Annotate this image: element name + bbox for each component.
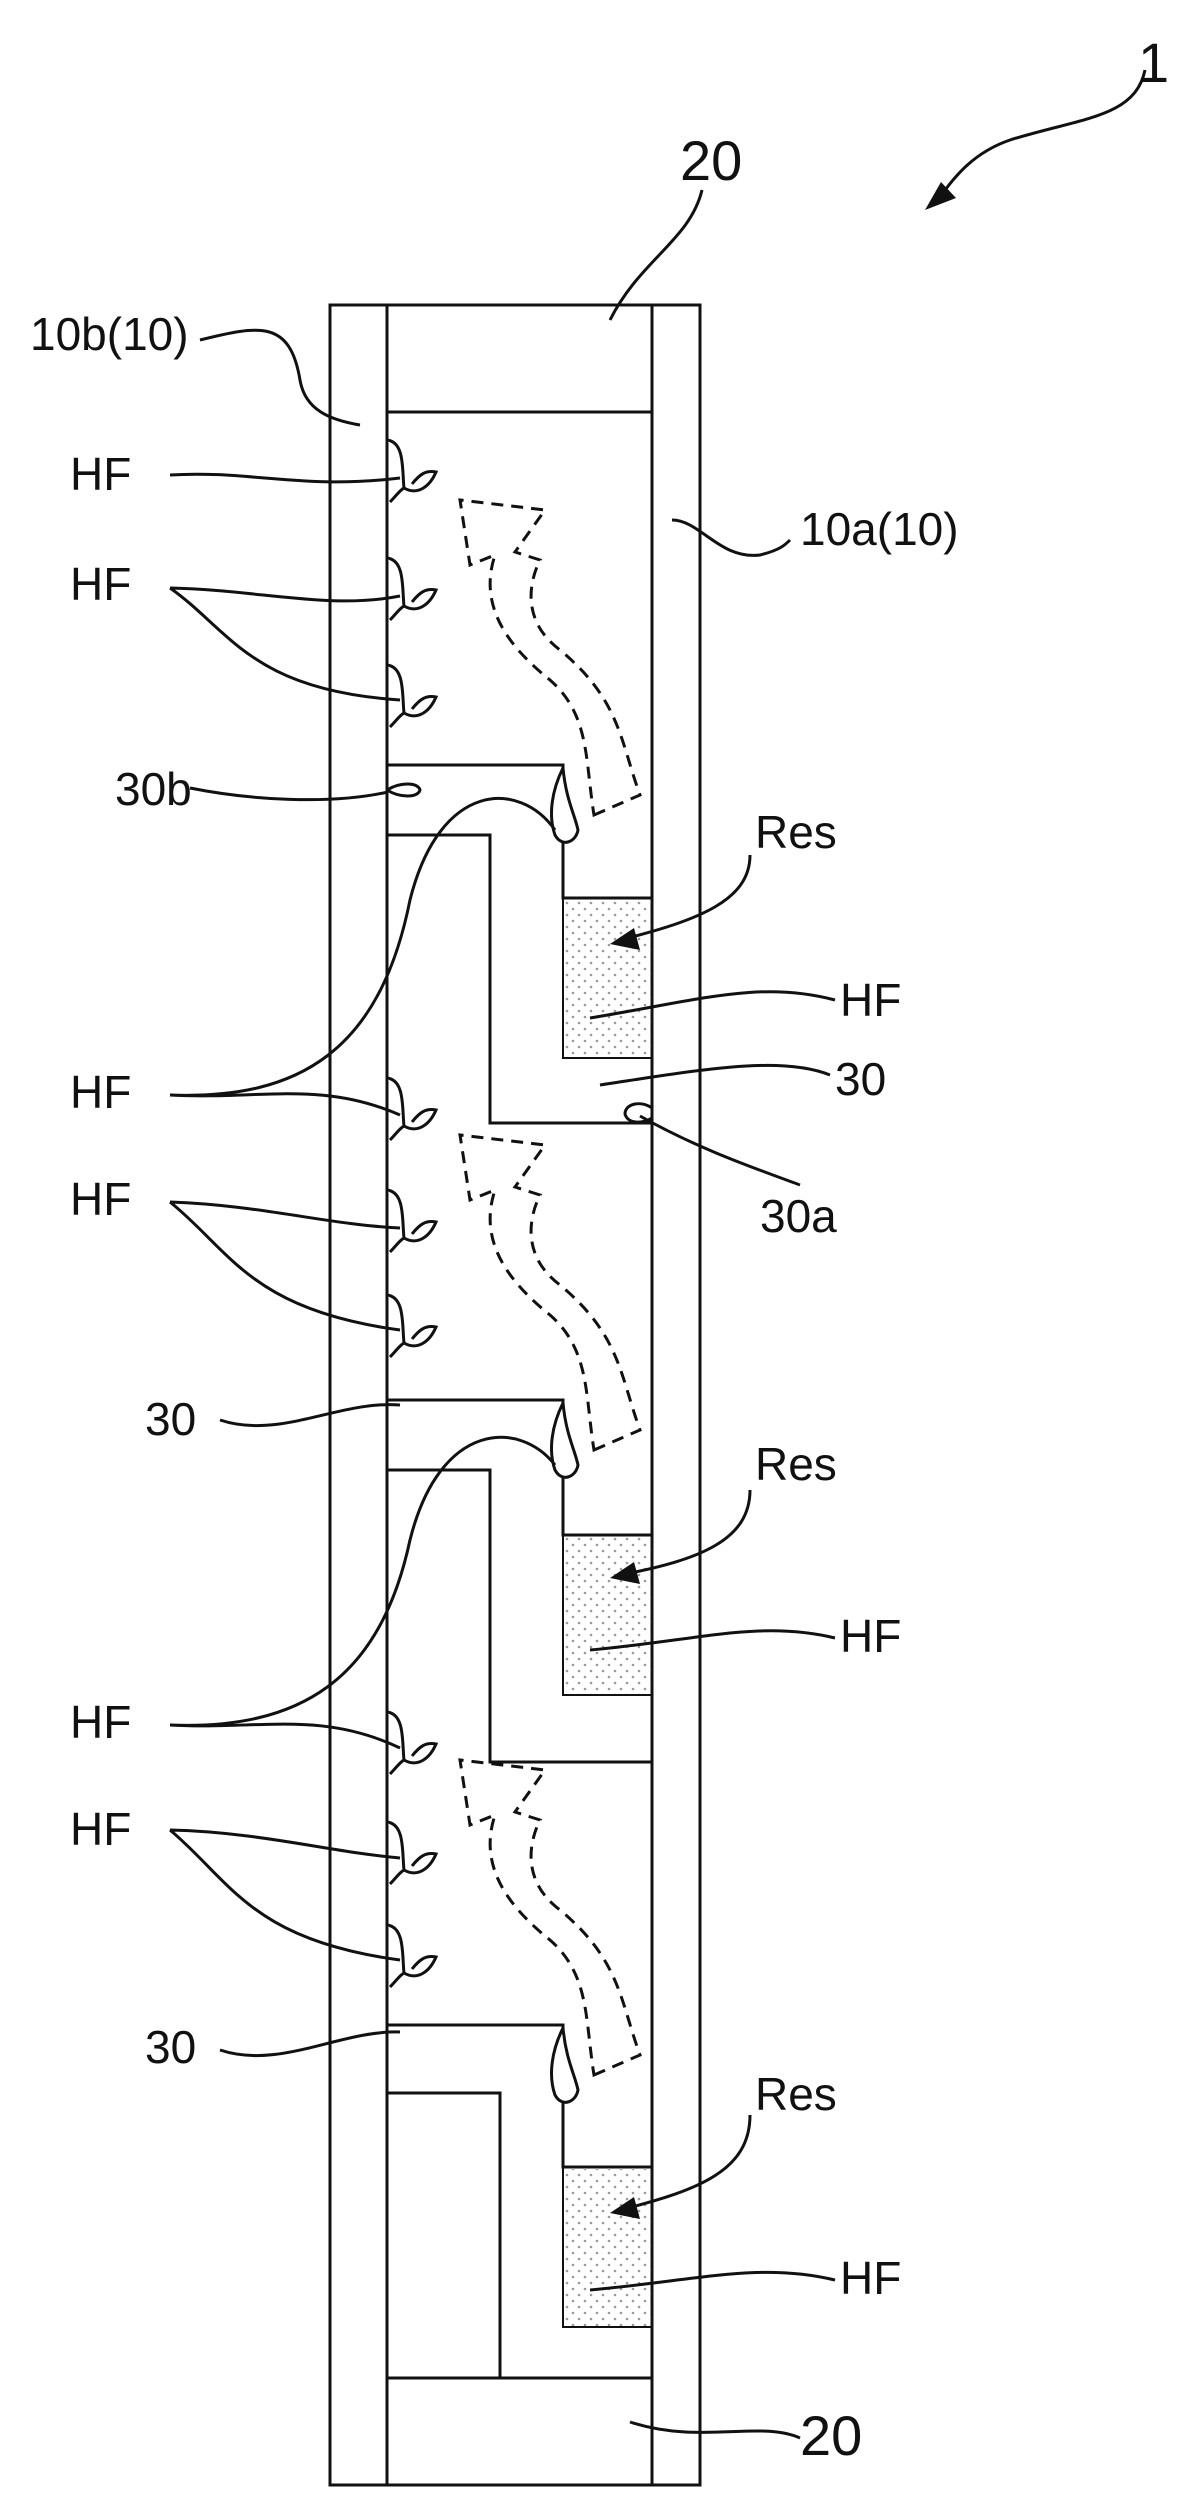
res-arrowhead-1	[610, 928, 640, 950]
flow-arrow-2	[458, 1133, 642, 1453]
leader-hf-2	[169, 586, 401, 702]
leader-lines	[169, 189, 836, 2440]
droplet-9	[386, 1923, 439, 1989]
leader-30a	[639, 1114, 801, 1187]
leader-30-r1	[599, 1063, 831, 1087]
res-arrowhead-2	[610, 1562, 640, 1584]
droplet-8	[386, 1820, 439, 1886]
res-arrowheads	[610, 928, 640, 2219]
groove-marks	[386, 782, 653, 1124]
label-res-2: Res	[755, 1438, 837, 1490]
leader-30b	[189, 786, 389, 802]
droplet-5	[386, 1188, 439, 1254]
droplet-4	[386, 1076, 439, 1142]
reservoir-1	[562, 897, 653, 1059]
leader-res-1	[619, 854, 752, 942]
reservoir-3	[562, 2166, 653, 2328]
groove-30a	[623, 1102, 653, 1124]
label-hf-r3: HF	[840, 2252, 901, 2304]
droplet-2	[386, 556, 439, 622]
leader-plate-a	[671, 518, 792, 557]
leader-hf-6	[169, 1828, 401, 1962]
leader-hf-5	[169, 1435, 557, 1750]
label-hf-r2: HF	[840, 1610, 901, 1662]
ref-arrow-curve	[936, 69, 1147, 201]
label-30-r1: 30	[835, 1053, 886, 1105]
droplet-3	[386, 663, 439, 729]
flow-arrow-1	[458, 498, 642, 818]
label-res-3: Res	[755, 2068, 837, 2120]
flow-arrows	[458, 498, 642, 2078]
label-hf-2: HF	[70, 558, 131, 610]
labels: 20 10b(10) 10a(10) HF HF 30b Res HF 30 3…	[30, 129, 959, 2467]
leader-hf-4	[169, 1200, 401, 1332]
droplet-6	[386, 1293, 439, 1359]
label-30-3: 30	[145, 2021, 196, 2073]
step-droplet-1	[550, 767, 580, 844]
step-droplet-2	[550, 1402, 580, 1479]
leader-plate-b	[199, 328, 361, 427]
reservoirs	[562, 897, 653, 2328]
droplets	[386, 438, 439, 1989]
label-hf-6: HF	[70, 1803, 131, 1855]
label-top-cap: 20	[680, 129, 742, 192]
label-hf-1: HF	[70, 448, 131, 500]
label-plate-a: 10a(10)	[800, 503, 959, 555]
droplet-7	[386, 1710, 439, 1776]
groove-30b	[386, 782, 422, 798]
label-plate-b: 10b(10)	[30, 308, 189, 360]
leader-hf-1	[169, 472, 401, 484]
leader-top-cap	[608, 189, 704, 321]
label-30-2: 30	[145, 1393, 196, 1445]
label-30b: 30b	[115, 763, 192, 815]
label-hf-4: HF	[70, 1173, 131, 1225]
label-hf-3: HF	[70, 1066, 131, 1118]
res-arrowhead-3	[610, 2197, 640, 2219]
leader-hf-r1	[589, 990, 836, 1020]
label-hf-r1: HF	[840, 974, 901, 1026]
label-bottom-cap: 20	[800, 2404, 862, 2467]
ref-arrow-head	[925, 182, 956, 210]
leader-30-2	[219, 1403, 401, 1428]
leader-hf-3	[169, 797, 557, 1117]
step-droplet-3	[550, 2027, 580, 2104]
label-res-1: Res	[755, 806, 837, 858]
reference-indicator: 1	[925, 31, 1169, 210]
flow-arrow-3	[458, 1758, 642, 2078]
leader-30-3	[219, 2030, 401, 2058]
leader-hf-r2	[589, 1629, 836, 1652]
label-hf-5: HF	[70, 1696, 131, 1748]
leader-res-3	[619, 2114, 752, 2212]
device-frame	[328, 303, 702, 2487]
leader-hf-r3	[589, 2270, 836, 2292]
leader-res-2	[619, 1489, 752, 1577]
step-droplets	[550, 767, 580, 2104]
reservoir-2	[562, 1534, 653, 1696]
label-30a: 30a	[760, 1190, 837, 1242]
droplet-1	[386, 438, 439, 504]
ref-number-label: 1	[1138, 31, 1169, 94]
leader-bottom-cap	[629, 2420, 801, 2440]
outer-frame	[328, 303, 702, 2487]
